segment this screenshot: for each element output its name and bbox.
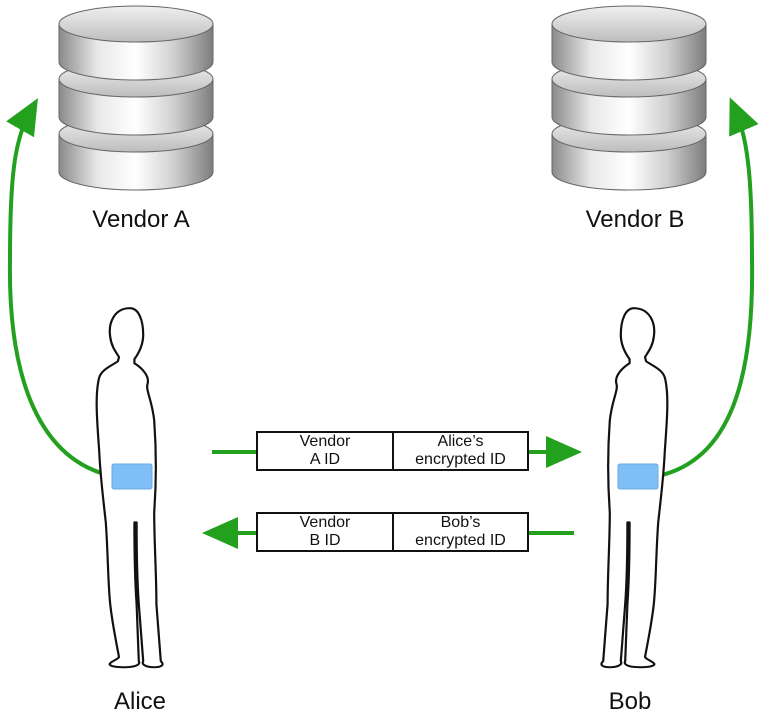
vendor-b-database-icon	[551, 5, 707, 191]
alice-label: Alice	[113, 688, 167, 715]
bob-device-icon	[617, 463, 659, 490]
packet-to-bob-vendor-id: Vendor A ID	[258, 433, 394, 469]
packet-to-bob-encrypted-id: Alice’s encrypted ID	[415, 433, 506, 468]
vendor-a-database-icon	[58, 5, 214, 191]
packet-to-alice-vendor-id: Vendor B ID	[258, 514, 394, 550]
alice-device-icon	[111, 463, 153, 490]
bob-label: Bob	[608, 688, 652, 715]
bob-to-vendor-b-arrow	[657, 97, 759, 478]
packet-to-alice-encrypted-id: Bob’s encrypted ID	[415, 514, 506, 549]
vendor-b-label: Vendor B	[585, 206, 685, 233]
packet-to-bob: Vendor A ID Alice’s encrypted ID	[256, 431, 529, 471]
packet-to-alice: Vendor B ID Bob’s encrypted ID	[256, 512, 529, 552]
vendor-a-label: Vendor A	[92, 206, 190, 233]
alice-to-vendor-a-arrow	[6, 98, 113, 478]
